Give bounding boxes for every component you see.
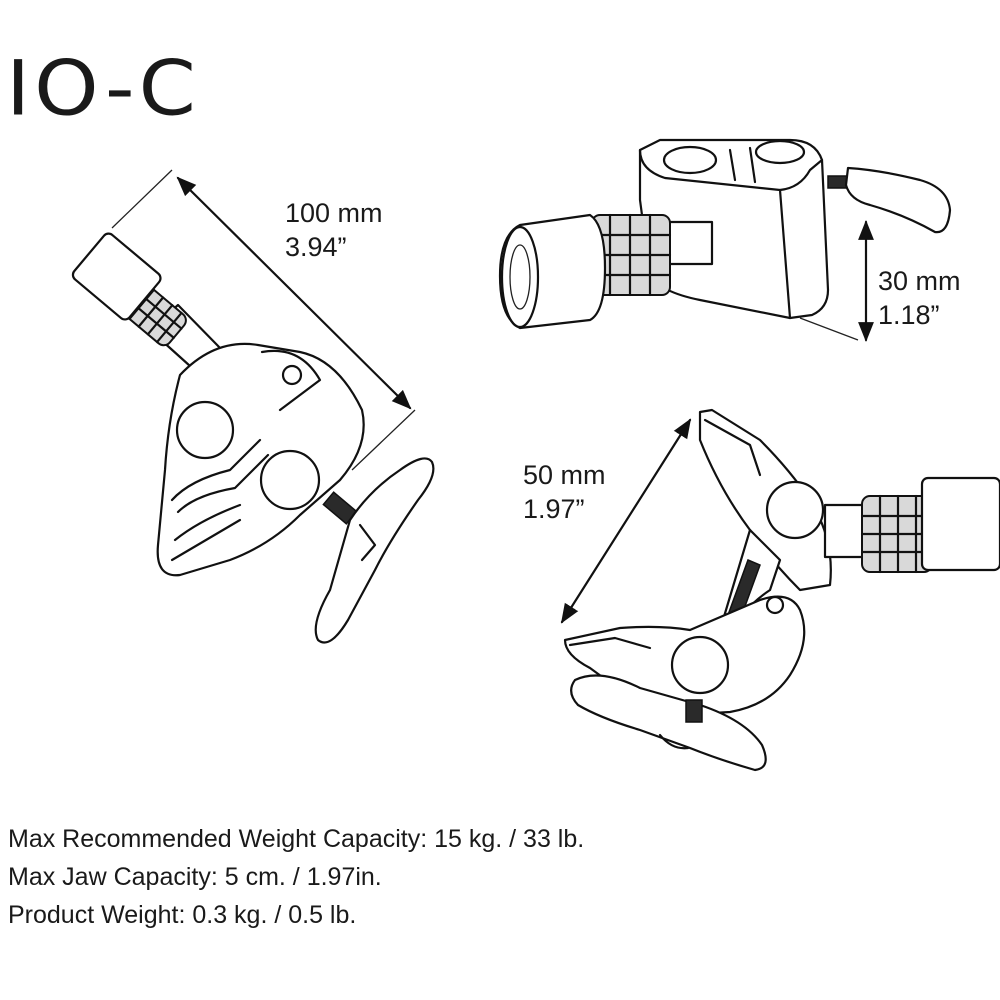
spec-list: Max Recommended Weight Capacity: 15 kg. … [8,820,584,934]
clamp-open-view [560,408,1000,772]
mount-hole [175,400,235,460]
clamp-side-view [71,169,435,644]
product-title: IO-C [6,45,200,133]
length-dimension-label: 100 mm 3.94” [285,196,383,264]
spec-jaw-capacity: Max Jaw Capacity: 5 cm. / 1.97in. [8,863,382,891]
spec-product-weight: Product Weight: 0.3 kg. / 0.5 lb. [8,901,357,929]
jaw-metric: 50 mm [523,460,606,490]
length-dimension-line [176,176,412,410]
jaw-imperial: 1.97” [523,494,585,524]
height-imperial: 1.18” [878,300,940,330]
lever-handle [844,166,952,234]
length-imperial: 3.94” [285,232,347,262]
clamp-body [156,342,365,577]
height-metric: 30 mm [878,266,961,296]
mount-hole [765,480,825,540]
lever-handle [570,674,767,772]
height-dimension-label: 30 mm 1.18” [878,264,961,332]
jaw-dimension-line [560,418,692,624]
lever-handle [314,457,435,644]
spec-weight-capacity: Max Recommended Weight Capacity: 15 kg. … [8,825,585,853]
clamp-top-view [498,138,952,342]
mount-hole [670,635,730,695]
length-metric: 100 mm [285,198,383,228]
mount-hole [259,449,321,511]
jaw-dimension-label: 50 mm 1.97” [523,458,606,526]
